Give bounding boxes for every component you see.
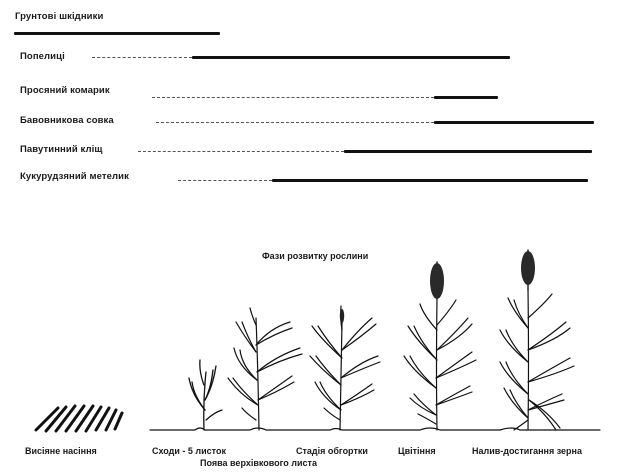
stage-sown-seed: Висіяне насіння	[25, 446, 97, 456]
sown-seed-rows	[36, 406, 122, 431]
plant-seedling	[189, 360, 222, 430]
plant-grain-fill	[500, 288, 574, 430]
stage-emergence-5-leaf: Сходи - 5 листок	[152, 446, 226, 456]
stage-grain-fill: Налив-достигання зерна	[472, 446, 582, 456]
plant-boot-stage	[310, 306, 380, 430]
plant-vegetative	[228, 308, 302, 430]
stage-flowering: Цвітіння	[398, 446, 436, 456]
ground-line	[150, 428, 600, 430]
stage-flag-leaf: Поява верхівкового листа	[200, 458, 317, 468]
plant-flowering	[404, 298, 476, 430]
boot-head	[340, 309, 344, 323]
stage-boot: Стадія обгортки	[296, 446, 368, 456]
